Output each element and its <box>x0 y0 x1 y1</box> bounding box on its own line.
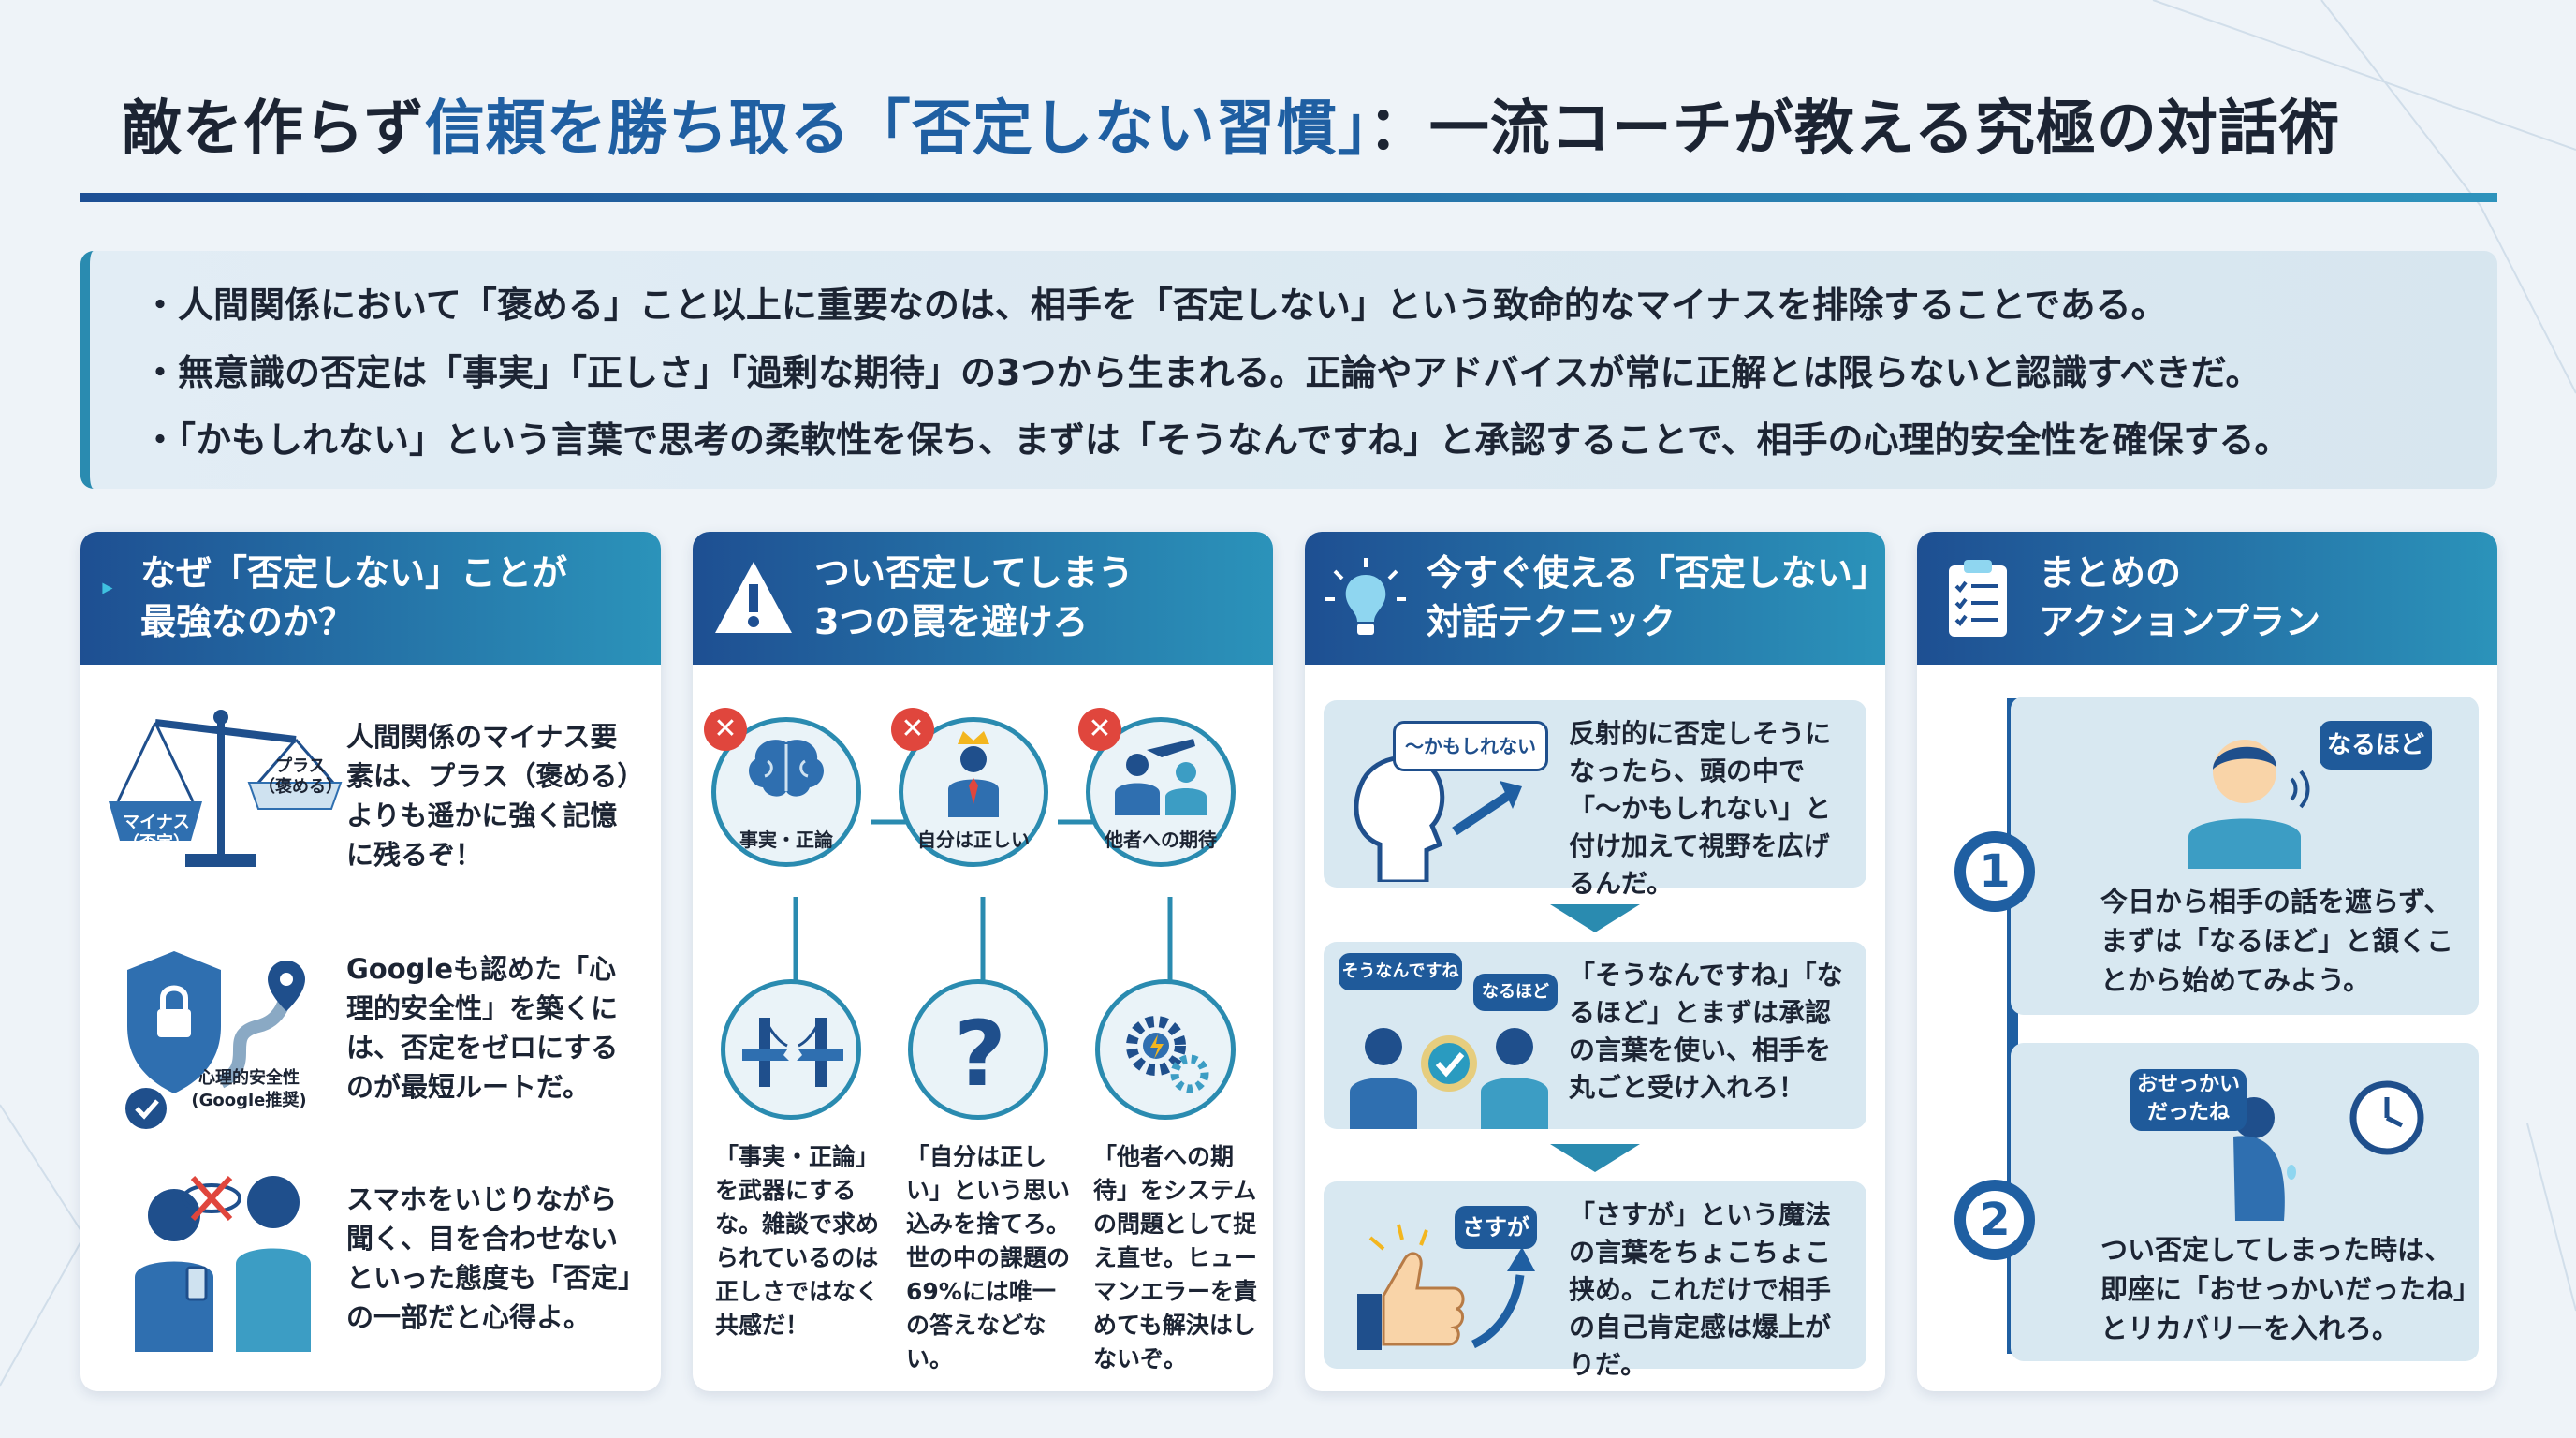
agreeing-people-icon <box>1350 1028 1548 1129</box>
step-number-2: 2 <box>1954 1180 2035 1260</box>
gears-circle <box>1095 979 1236 1120</box>
panel-why: なぜ「否定しない」ことが 最強なのか？ マイナス （否定） プラス （褒める） … <box>80 532 661 1391</box>
broken-bridge-icon <box>742 1018 843 1087</box>
why-point-2: Googleも認めた「心理的安全性」を築くには、否定をゼロにするのが最短ルートだ… <box>346 953 619 1103</box>
page-title: 敵を作らず信頼を勝ち取る「否定しない習慣」：一流コーチが教える究極の対話術 <box>122 82 2481 176</box>
why-point-3: スマホをいじりながら聞く、目を合わせないといった態度も「否定」の一部だと心得よ。 <box>346 1183 632 1333</box>
trap-desc-facts: 「事実・正論」を武器にするな。雑談で求められているのは正しさではなく共感だ！ <box>715 1143 880 1339</box>
clipboard-checklist-icon <box>1949 560 2007 637</box>
trap-desc-righteous: 「自分は正しい」という思い込みを捨てろ。世の中の課題の69%には唯一の答えなどな… <box>906 1143 1071 1372</box>
thumbs-up-icon <box>1357 1224 1535 1350</box>
distracted-listener-icon <box>135 1175 311 1352</box>
warning-icon <box>715 562 792 633</box>
gears-icon <box>1126 1016 1209 1093</box>
summary-box: 人間関係において「褒める」こと以上に重要なのは、相手を「否定しない」という致命的… <box>80 251 2497 489</box>
technique-text-maybe: 反射的に否定しそうになったら、頭の中で「〜かもしれない」と付け加えて視野を広げる… <box>1569 718 1832 899</box>
question-mark-icon: ? <box>954 1005 1006 1098</box>
trap-label-expectation: 他者への期待 <box>1105 829 1217 851</box>
scale-plus-label: プラス （褒める） <box>258 756 343 797</box>
panel-traps-title: つい否定してしまう 3つの罠を避けろ <box>814 552 1134 642</box>
shield-lock-icon <box>125 951 305 1129</box>
summary-point-2: 無意識の否定は「事実」「正しさ」「過剰な期待」の3つから生まれる。正論やアドバイ… <box>142 339 2497 406</box>
question-circle: ? <box>908 979 1048 1120</box>
panel-action-plan-title: まとめの アクションプラン <box>2039 552 2320 642</box>
scale-minus-label: マイナス （否定） <box>123 813 190 853</box>
title-highlight: 信頼を勝ち取る「否定しない習慣」 <box>424 95 1368 164</box>
nodding-person-icon <box>2188 740 2310 869</box>
trap-connectors <box>793 819 1173 981</box>
psych-safety-label: 心理的安全性 (Google推奨) <box>191 1068 307 1110</box>
down-arrow-icon <box>1550 904 1640 932</box>
svg-text:?: ? <box>954 1005 1006 1098</box>
technique-card-affirm: そうなんですね なるほど 「そうなんですね」「なるほど」とまずは承認の言葉を使い… <box>1324 942 1866 1129</box>
summary-point-1: 人間関係において「褒める」こと以上に重要なのは、相手を「否定しない」という致命的… <box>142 271 2497 339</box>
technique-card-maybe: 〜かもしれない 反射的に否定しそうになったら、頭の中で「〜かもしれない」と付け加… <box>1324 700 1866 899</box>
bridge-circle <box>721 979 861 1120</box>
title-underline <box>80 193 2497 202</box>
trap-circle-expectation: 他者への期待 <box>1086 717 1236 867</box>
technique-text-praise: 「さすが」という魔法の言葉をちょこちょこ挟め。これだけで相手の自己肯定感は爆上が… <box>1569 1199 1832 1380</box>
panel-action-plan: まとめの アクションプラン なるほど 今日から相手の話を遮らず、まずは「なるほど… <box>1917 532 2497 1391</box>
action-step-1-card: なるほど 今日から相手の話を遮らず、まずは「なるほど」と頷くことから始めてみよう… <box>2011 697 2479 1015</box>
pointing-people-icon <box>1115 739 1207 815</box>
crowned-person-icon <box>948 731 999 817</box>
brain-icon <box>749 740 824 797</box>
action-step-2-text: つい否定してしまった時は、即座に「おせっかいだったね」とリカバリーを入れろ。 <box>2100 1234 2467 1344</box>
panel-techniques: 今すぐ使える「否定しない」 対話テクニック 〜かもしれない 反射的に否定しそうに… <box>1305 532 1885 1391</box>
trap-label-facts: 事実・正論 <box>739 829 833 851</box>
trap-label-righteous: 自分は正しい <box>917 829 1030 851</box>
x-mark-icon: ✕ <box>704 708 747 751</box>
x-mark-icon: ✕ <box>891 708 934 751</box>
affirm-bubble: そうなんですね <box>1339 953 1462 990</box>
x-mark-icon: ✕ <box>1078 708 1121 751</box>
panel-why-header: なぜ「否定しない」ことが 最強なのか？ <box>80 532 661 665</box>
thinking-head-icon <box>1354 755 1522 882</box>
panel-techniques-title: 今すぐ使える「否定しない」 対話テクニック <box>1427 552 1885 642</box>
action-step-1-text: 今日から相手の話を遮らず、まずは「なるほど」と頷くことから始めてみよう。 <box>2100 886 2454 996</box>
panel-action-plan-header: まとめの アクションプラン <box>1917 532 2497 665</box>
naruhodo-bubble: なるほど <box>2320 721 2432 770</box>
step-number-1: 1 <box>1954 831 2035 912</box>
osekkai-bubble: おせっかい だったね <box>2130 1069 2247 1131</box>
balance-scale-icon <box>109 710 343 867</box>
action-step-2-card: おせっかい だったね つい否定してしまった時は、即座に「おせっかいだったね」とリ… <box>2011 1043 2479 1361</box>
title-part3: ：一流コーチが教える究極の対話術 <box>1368 95 2340 164</box>
trap-desc-expectation: 「他者への期待」をシステムの問題として捉え直せ。ヒューマンエラーを責めても解決は… <box>1093 1143 1258 1372</box>
panel-techniques-header: 今すぐ使える「否定しない」 対話テクニック <box>1305 532 1885 665</box>
why-point-1: 人間関係のマイナス要素は、プラス（褒める）よりも遥かに強く記憶に残るぞ！ <box>346 721 631 871</box>
panel-traps-header: つい否定してしまう 3つの罠を避けろ <box>693 532 1273 665</box>
play-arrow-icon <box>102 582 113 594</box>
down-arrow-icon <box>1550 1144 1640 1172</box>
technique-text-affirm: 「そうなんですね」「なるほど」とまずは承認の言葉を使い、相手を丸ごと受け入れろ！ <box>1569 960 1843 1103</box>
summary-point-3: 「かもしれない」という言葉で思考の柔軟性を保ち、まずは「そうなんですね」と承認す… <box>142 406 2497 474</box>
maybe-bubble: 〜かもしれない <box>1393 721 1548 771</box>
bowing-person-icon <box>2233 1080 2424 1221</box>
panel-traps: つい否定してしまう 3つの罠を避けろ 事実・正論 自分は正しい <box>693 532 1273 1391</box>
lightbulb-icon <box>1325 558 1406 635</box>
sasuga-bubble: さすが <box>1455 1206 1537 1249</box>
naruhodo-bubble: なるほど <box>1473 974 1558 1011</box>
title-part1: 敵を作らず <box>122 95 425 164</box>
technique-card-praise: さすが 「さすが」という魔法の言葉をちょこちょこ挟め。これだけで相手の自己肯定感… <box>1324 1181 1866 1380</box>
panel-why-title: なぜ「否定しない」ことが 最強なのか？ <box>140 552 568 642</box>
